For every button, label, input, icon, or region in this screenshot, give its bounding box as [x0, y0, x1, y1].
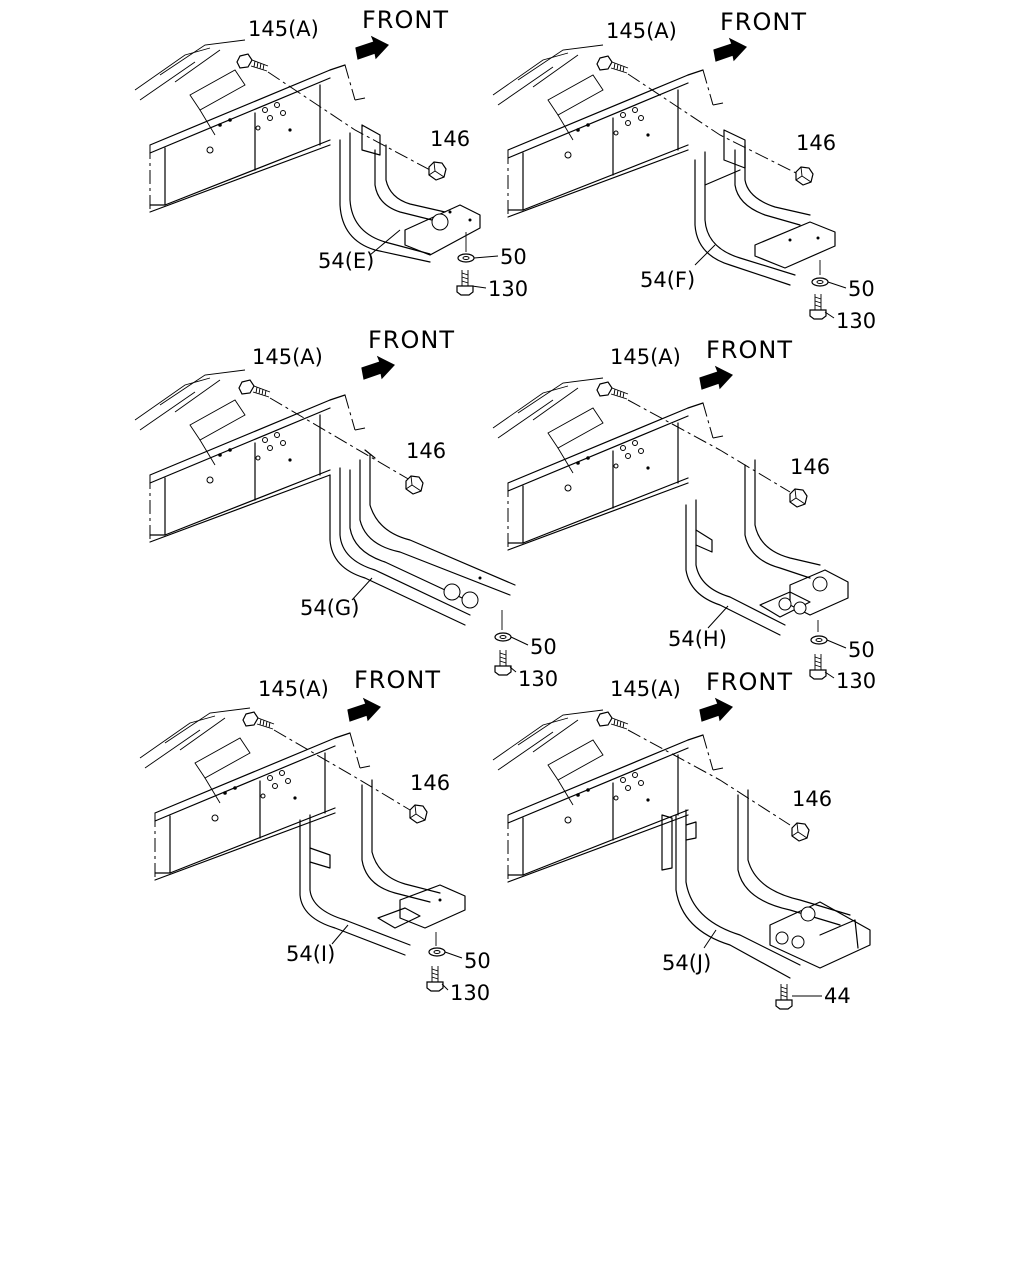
- bolt-label: 145(A): [252, 345, 323, 369]
- bolt-label: 145(A): [610, 677, 681, 701]
- screw-label: 44: [824, 984, 851, 1008]
- front-label: FRONT: [368, 326, 455, 354]
- bracket-label: 54(E): [318, 249, 374, 273]
- panel-j: FRONT 145(A) 146 54(J) 44: [492, 668, 871, 1010]
- nut-label: 146: [792, 787, 832, 811]
- front-label: FRONT: [362, 6, 449, 34]
- bolt-label: 145(A): [248, 17, 319, 41]
- washer-label: 50: [848, 277, 875, 301]
- screw-label: 130: [488, 277, 528, 301]
- panel-g: FRONT 145(A) 146 54(G) 50 130: [134, 326, 558, 691]
- screw-label: 130: [836, 309, 876, 333]
- front-label: FRONT: [706, 668, 793, 696]
- front-label: FRONT: [706, 336, 793, 364]
- bracket-label: 54(I): [286, 942, 335, 966]
- panel-h: FRONT 145(A) 146 54(H) 50 130: [492, 336, 876, 693]
- washer-label: 50: [530, 635, 557, 659]
- panel-e: FRONT 145(A) 146 54(E) 50 130: [134, 6, 528, 301]
- washer-label: 50: [464, 949, 491, 973]
- bracket-label: 54(G): [300, 596, 359, 620]
- screw-label: 130: [450, 981, 490, 1005]
- bolt-label: 145(A): [258, 677, 329, 701]
- nut-label: 146: [406, 439, 446, 463]
- washer-label: 50: [500, 245, 527, 269]
- nut-label: 146: [430, 127, 470, 151]
- front-label: FRONT: [720, 8, 807, 36]
- panel-f: FRONT 145(A) 146 54(F) 50 130: [492, 8, 876, 333]
- screw-label: 130: [836, 669, 876, 693]
- nut-label: 146: [790, 455, 830, 479]
- washer-label: 50: [848, 638, 875, 662]
- screw-label: 130: [518, 667, 558, 691]
- panel-i: FRONT 145(A) 146 54(I) 50 130: [139, 666, 491, 1005]
- nut-label: 146: [796, 131, 836, 155]
- front-label: FRONT: [354, 666, 441, 694]
- nut-label: 146: [410, 771, 450, 795]
- bolt-label: 145(A): [610, 345, 681, 369]
- bracket-label: 54(J): [662, 951, 711, 975]
- bracket-label: 54(H): [668, 627, 727, 651]
- bracket-label: 54(F): [640, 268, 695, 292]
- bolt-label: 145(A): [606, 19, 677, 43]
